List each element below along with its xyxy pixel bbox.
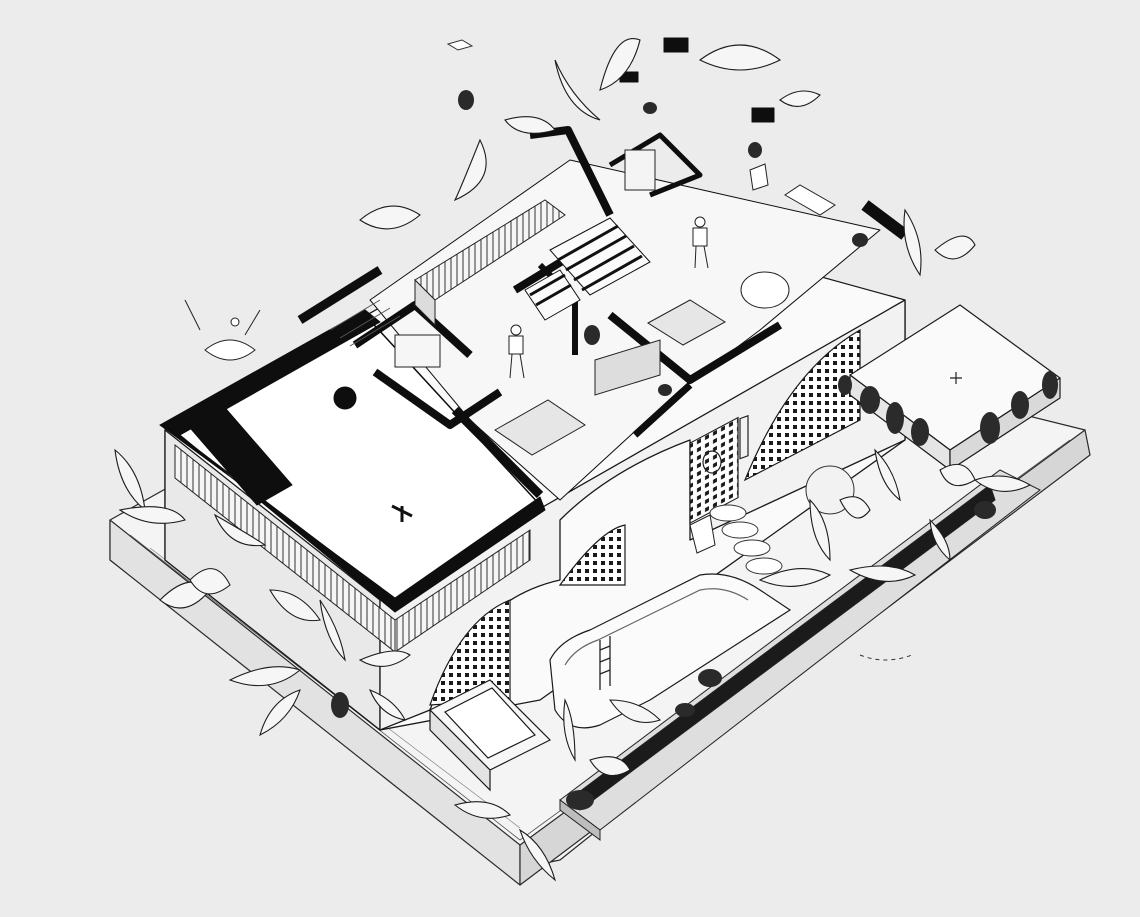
swimming-pool: [549, 573, 792, 729]
spa-tub: [428, 679, 552, 792]
perforated-arch-screens: [429, 328, 861, 706]
planter-pots: [689, 163, 769, 554]
roof-fragment: [446, 39, 474, 51]
banana-plants: [114, 38, 1032, 882]
gate-swing-arc: [859, 654, 913, 661]
person-figure-1: [508, 324, 525, 379]
human-figures: [508, 216, 709, 379]
roof-slab: [159, 309, 546, 613]
sculpture-ornament: [184, 299, 261, 361]
hanging-ivy: [838, 371, 1058, 446]
dark-shrubs: [331, 90, 996, 810]
staircase: [329, 199, 566, 347]
pool-ladder: [599, 636, 611, 690]
person-figure-2: [692, 216, 709, 269]
wardrobe-racks: [524, 217, 651, 321]
wall-openings: [702, 414, 749, 474]
beds-and-furniture: [394, 149, 836, 456]
